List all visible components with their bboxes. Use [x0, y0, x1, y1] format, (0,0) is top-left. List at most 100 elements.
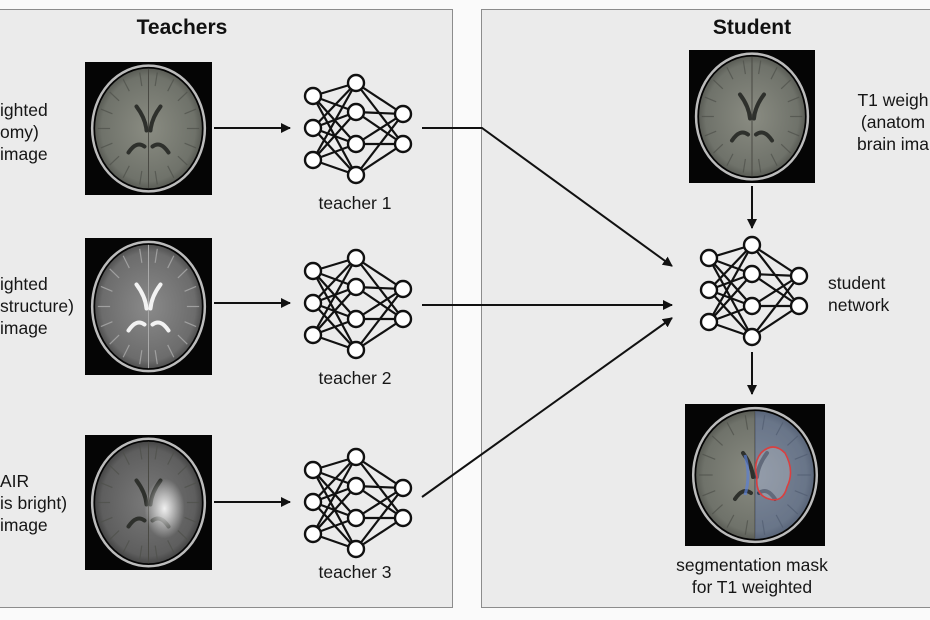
sulcus — [711, 435, 723, 446]
sulcus — [109, 530, 120, 541]
skull — [90, 240, 207, 373]
student-input-image — [689, 50, 815, 183]
network-edge — [312, 456, 357, 503]
network-edge — [312, 82, 357, 129]
sulcus — [139, 350, 143, 365]
network-edge — [312, 82, 357, 161]
network-node — [393, 134, 413, 154]
network-edge — [312, 485, 357, 535]
sulcus — [109, 464, 120, 475]
segmentation-label: segmentation mask for T1 weighted — [676, 555, 828, 597]
sulcus — [177, 91, 188, 102]
network-node — [393, 104, 413, 124]
sulcus — [154, 445, 158, 460]
sulcus — [154, 72, 158, 87]
teacher-2-input-image — [85, 238, 212, 375]
network-edge — [708, 244, 753, 323]
network-node — [742, 235, 762, 255]
teacher-2-input-label: ighted structure) image — [0, 274, 74, 338]
sulcus — [184, 516, 197, 523]
network-edge — [355, 143, 404, 176]
network-edge — [355, 318, 404, 351]
network-node — [699, 312, 719, 332]
sulcus — [787, 435, 799, 446]
ventricles — [134, 282, 163, 311]
sulcus — [758, 60, 762, 75]
sulcus — [154, 545, 158, 560]
sulcus — [713, 143, 724, 154]
sulcus — [775, 422, 784, 436]
teacher-2-label: teacher 2 — [318, 368, 392, 388]
sulcus — [787, 130, 800, 137]
sulcus — [167, 344, 175, 358]
network-node — [699, 248, 719, 268]
network-node — [393, 508, 413, 528]
lesion-outline — [754, 446, 792, 501]
network-edge — [751, 275, 800, 338]
sulcus — [787, 504, 799, 515]
network-node — [742, 296, 762, 316]
sulcus — [794, 453, 808, 460]
sulcus — [711, 504, 723, 515]
network-edge — [708, 244, 753, 291]
network-node — [346, 73, 366, 93]
ventricle-mask-overlay — [743, 454, 750, 496]
sulcus — [122, 78, 130, 92]
sulcus — [184, 108, 197, 115]
sulcus — [122, 452, 130, 465]
network-edge — [751, 305, 800, 338]
teacher-3-distill-arrow — [421, 317, 673, 498]
network-node — [742, 264, 762, 284]
sulcus — [109, 268, 120, 279]
teacher-3-network-icon — [303, 447, 413, 559]
network-node — [346, 309, 366, 329]
network-node — [346, 134, 366, 154]
sulcus — [167, 452, 175, 465]
network-node — [303, 293, 323, 313]
sulcus — [702, 490, 716, 497]
network-edge — [355, 517, 404, 550]
sulcus — [109, 91, 120, 102]
network-node — [303, 460, 323, 480]
ventricles — [738, 92, 766, 121]
network-edge — [751, 244, 800, 277]
sulcus — [167, 165, 175, 179]
network-edge — [355, 113, 404, 145]
network-edge — [751, 275, 800, 307]
sulcus — [122, 165, 130, 179]
sulcus — [787, 96, 800, 103]
network-edge — [355, 288, 404, 320]
sulcus — [177, 530, 188, 541]
sulcus — [184, 321, 197, 328]
posterior-horns — [126, 320, 171, 333]
sulcus — [184, 482, 197, 489]
network-node — [303, 325, 323, 345]
network-node — [303, 118, 323, 138]
network-edge — [312, 456, 357, 535]
student-input-label: T1 weigh (anatom brain ima — [857, 90, 929, 154]
sulcus — [139, 170, 143, 185]
student-network-icon — [699, 235, 809, 347]
teacher-1-network-icon — [303, 73, 413, 185]
sulcus — [770, 66, 778, 80]
sulcus — [177, 155, 188, 166]
segmentation-mask-image — [685, 404, 825, 546]
teacher-3-input-label: AIR is bright) image — [0, 471, 68, 535]
sulcus — [167, 540, 175, 553]
network-node — [303, 150, 323, 170]
teacher-1-label: teacher 1 — [318, 193, 392, 213]
sulcus — [154, 170, 158, 185]
sulcus — [726, 153, 734, 167]
sulcus — [100, 108, 113, 115]
network-node — [303, 524, 323, 544]
network-edge — [312, 257, 357, 336]
teacher-1-input-image — [85, 62, 212, 195]
sulcus — [770, 153, 778, 167]
sulcus — [742, 158, 746, 173]
teacher-1-distill-arrow — [422, 127, 673, 267]
network-edge — [312, 286, 357, 336]
network-edge — [355, 113, 404, 176]
sulcus — [794, 490, 808, 497]
network-node — [393, 279, 413, 299]
